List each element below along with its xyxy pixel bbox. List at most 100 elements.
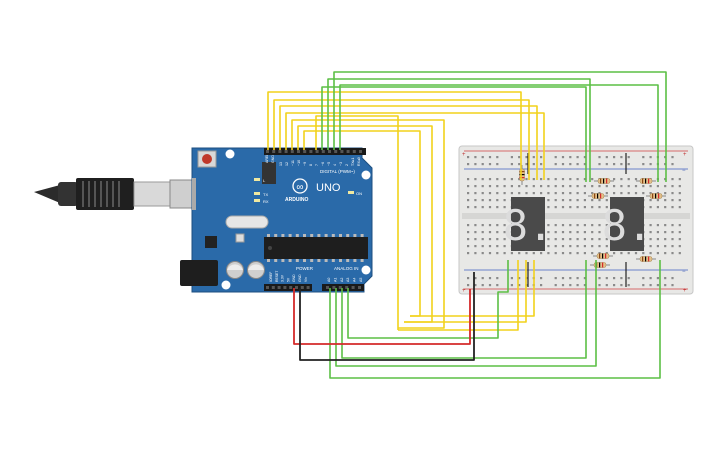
rail-minus-top: −: [682, 168, 686, 174]
breadboard[interactable]: + + + + − −: [458, 145, 694, 295]
header-pin-hole[interactable]: [334, 150, 338, 153]
header-pin-hole[interactable]: [346, 150, 350, 153]
header-pin-hole[interactable]: [300, 286, 304, 289]
header-pin-hole[interactable]: [290, 150, 294, 153]
digital-header-label: DIGITAL (PWM~): [320, 169, 355, 174]
resistors[interactable]: [519, 165, 667, 268]
header-pin-hole[interactable]: [306, 286, 310, 289]
header-pin-hole[interactable]: [303, 150, 307, 153]
resistor[interactable]: [636, 178, 656, 184]
analog-pin-label: A5: [359, 278, 363, 282]
header-pin-hole[interactable]: [340, 150, 344, 153]
header-pin-hole[interactable]: [277, 286, 281, 289]
digital-pin-label: RX◂0: [357, 157, 361, 166]
header-pin-hole[interactable]: [352, 150, 356, 153]
digital-pin-label: ~5: [327, 162, 331, 166]
header-pin-hole[interactable]: [266, 286, 269, 289]
power-pin-label: GND: [292, 274, 296, 282]
header-pin-hole[interactable]: [289, 286, 293, 289]
arduino-logo-icon: [292, 178, 308, 194]
seven-segment-display-1[interactable]: 8.: [503, 197, 554, 251]
rail-plus-top: +: [462, 152, 466, 158]
header-pin-hole[interactable]: [345, 286, 349, 289]
mount-hole: [225, 149, 235, 159]
rail-plus-top-right: +: [683, 152, 687, 158]
analog-pin-label: A3: [346, 278, 350, 282]
header-pin-hole[interactable]: [358, 286, 361, 289]
led-on-label: ON: [356, 191, 362, 196]
breadboard-jumpers[interactable]: [527, 153, 627, 287]
usb-chip: [262, 162, 276, 184]
header-pin-hole[interactable]: [283, 286, 287, 289]
digital-pin-label: ~11: [291, 160, 295, 166]
resistor[interactable]: [636, 256, 656, 262]
header-pin-hole[interactable]: [284, 150, 288, 153]
crystal-oscillator: [225, 215, 269, 229]
atmega-chip: [264, 234, 368, 262]
header-pin-hole[interactable]: [271, 286, 275, 289]
power-jack[interactable]: [180, 260, 218, 286]
wires[interactable]: [267, 71, 667, 379]
led-tx: [254, 192, 260, 195]
header-pin-hole[interactable]: [309, 150, 313, 153]
header-pin-hole[interactable]: [328, 150, 331, 153]
header-pin-hole[interactable]: [266, 150, 269, 153]
digital-pin-label: 12: [285, 162, 289, 166]
digital-pin-label: ~9: [303, 162, 307, 166]
power-pin-label: 3.3V: [281, 274, 285, 282]
led-tx-label: TX: [263, 192, 268, 197]
led-rx: [254, 199, 260, 202]
reset-button[interactable]: [197, 150, 217, 168]
analog-pin-header[interactable]: [322, 284, 364, 291]
gnd-label: GND: [271, 155, 275, 163]
header-pin-hole[interactable]: [326, 286, 329, 289]
green-wires[interactable]: [321, 71, 667, 379]
resistor[interactable]: [590, 262, 610, 268]
power-header-label: POWER: [296, 266, 314, 271]
display-digit: 8.: [602, 201, 653, 250]
board-maker-label: ARDUINO: [285, 197, 308, 203]
usb-cable[interactable]: [34, 178, 195, 210]
header-pin-hole[interactable]: [338, 286, 342, 289]
power-pin-label: RESET: [275, 271, 279, 282]
power-pin-header[interactable]: [264, 284, 312, 291]
power-pin-label: IOREF: [269, 272, 273, 282]
digital-pin-header[interactable]: [264, 148, 366, 155]
arduino-uno-board[interactable]: L TX RX ON ∞ UNO ARDUINO DIGITAL (PWM~) …: [180, 147, 373, 293]
header-pin-hole[interactable]: [332, 286, 336, 289]
digital-pin-label: 8: [309, 164, 313, 166]
aref-label: AREF: [265, 153, 269, 163]
header-pin-hole[interactable]: [272, 150, 276, 153]
resistor[interactable]: [594, 178, 614, 184]
header-pin-hole[interactable]: [278, 150, 282, 153]
resistor[interactable]: [588, 193, 608, 199]
resistor[interactable]: [646, 193, 666, 199]
small-component: [235, 233, 245, 243]
header-pin-hole[interactable]: [321, 150, 325, 153]
seven-segment-display-2[interactable]: 8.: [602, 197, 653, 251]
analog-pin-label: A2: [340, 278, 344, 282]
header-pin-hole[interactable]: [297, 150, 300, 153]
digital-pin-label: ~6: [321, 162, 325, 166]
header-pin-hole[interactable]: [315, 150, 319, 153]
led-on: [348, 191, 354, 194]
led-l: [254, 178, 260, 181]
resistor[interactable]: [593, 253, 613, 259]
mount-hole: [221, 280, 231, 290]
yellow-wires[interactable]: [267, 91, 545, 331]
analog-pin-label: A1: [333, 278, 337, 282]
header-pin-hole[interactable]: [295, 286, 298, 289]
usb-port: [192, 178, 196, 210]
digital-pin-label: ~3: [339, 162, 343, 166]
header-pin-hole[interactable]: [359, 150, 362, 153]
red-wire-5v[interactable]: [293, 288, 471, 345]
voltage-regulator: [205, 236, 217, 248]
header-pin-hole[interactable]: [351, 286, 355, 289]
power-pin-label: Vin: [304, 277, 308, 282]
black-wire-gnd[interactable]: [299, 272, 475, 361]
digital-pin-label: 2: [345, 164, 349, 166]
